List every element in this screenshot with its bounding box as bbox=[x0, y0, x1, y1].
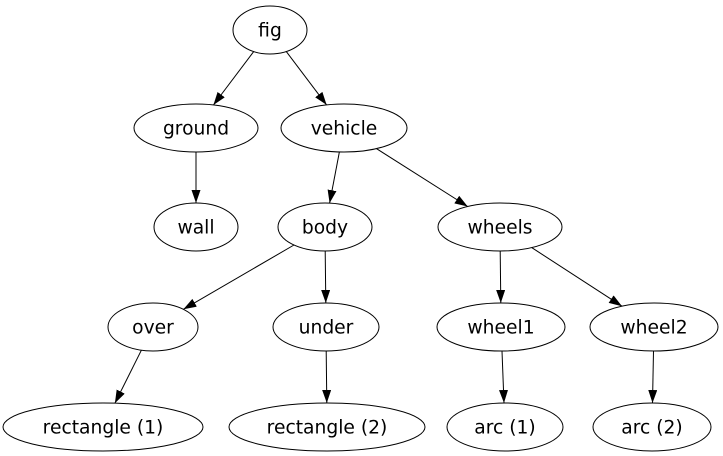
edge-body-under bbox=[321, 250, 331, 304]
node-arc1: arc (1) bbox=[446, 402, 564, 452]
edge-fig-ground bbox=[213, 51, 255, 106]
edge-fig-vehicle bbox=[285, 51, 327, 106]
edge-under-rect2 bbox=[322, 350, 332, 404]
node-wheel2-ellipse bbox=[589, 302, 719, 352]
node-under-label: under bbox=[299, 318, 354, 339]
node-arc1-ellipse bbox=[446, 402, 564, 452]
node-rect2-ellipse bbox=[228, 402, 426, 452]
node-ground-ellipse bbox=[133, 103, 259, 153]
node-wheel1-label: wheel1 bbox=[467, 318, 534, 339]
node-wall: wall bbox=[153, 202, 239, 252]
node-rect1: rectangle (1) bbox=[2, 402, 204, 452]
node-wheels-label: wheels bbox=[467, 218, 532, 239]
edge-vehicle-wheels bbox=[376, 148, 468, 207]
node-wheel1-ellipse bbox=[436, 302, 566, 352]
node-vehicle-label: vehicle bbox=[311, 119, 378, 140]
node-rect1-ellipse bbox=[2, 402, 204, 452]
node-under-ellipse bbox=[272, 302, 380, 352]
node-wheel2-label: wheel2 bbox=[620, 318, 687, 339]
node-wall-ellipse bbox=[153, 202, 239, 252]
node-fig: fig bbox=[232, 5, 308, 55]
node-wheel2: wheel2 bbox=[589, 302, 719, 352]
edges-layer bbox=[114, 51, 658, 404]
node-wall-label: wall bbox=[177, 218, 214, 239]
node-vehicle-ellipse bbox=[280, 103, 408, 153]
edge-over-rect1 bbox=[114, 349, 142, 404]
nodes-layer: fig ground vehicle wall body wheels over under w… bbox=[2, 5, 719, 452]
edge-wheel1-arc1 bbox=[499, 350, 508, 404]
node-body: body bbox=[277, 202, 373, 252]
node-arc2-label: arc (2) bbox=[621, 418, 682, 439]
edge-wheel2-arc2 bbox=[648, 350, 658, 404]
node-over-label: over bbox=[132, 318, 174, 339]
node-fig-ellipse bbox=[232, 5, 308, 55]
node-under: under bbox=[272, 302, 380, 352]
node-wheels: wheels bbox=[437, 202, 563, 252]
node-over-ellipse bbox=[107, 302, 199, 352]
node-rect1-label: rectangle (1) bbox=[43, 418, 164, 439]
node-rect2-label: rectangle (2) bbox=[267, 418, 388, 439]
node-rect2: rectangle (2) bbox=[228, 402, 426, 452]
node-ground-label: ground bbox=[163, 119, 229, 140]
edge-body-over bbox=[183, 244, 295, 310]
node-body-ellipse bbox=[277, 202, 373, 252]
edge-wheels-wheel2 bbox=[531, 247, 623, 307]
edge-vehicle-body bbox=[327, 151, 340, 204]
node-ground: ground bbox=[133, 103, 259, 153]
node-arc1-label: arc (1) bbox=[474, 418, 535, 439]
edge-wheels-wheel1 bbox=[496, 250, 506, 304]
node-wheel1: wheel1 bbox=[436, 302, 566, 352]
node-fig-label: fig bbox=[258, 21, 282, 42]
node-arc2: arc (2) bbox=[592, 402, 712, 452]
node-vehicle: vehicle bbox=[280, 103, 408, 153]
node-body-label: body bbox=[302, 218, 348, 239]
node-over: over bbox=[107, 302, 199, 352]
node-wheels-ellipse bbox=[437, 202, 563, 252]
node-arc2-ellipse bbox=[592, 402, 712, 452]
